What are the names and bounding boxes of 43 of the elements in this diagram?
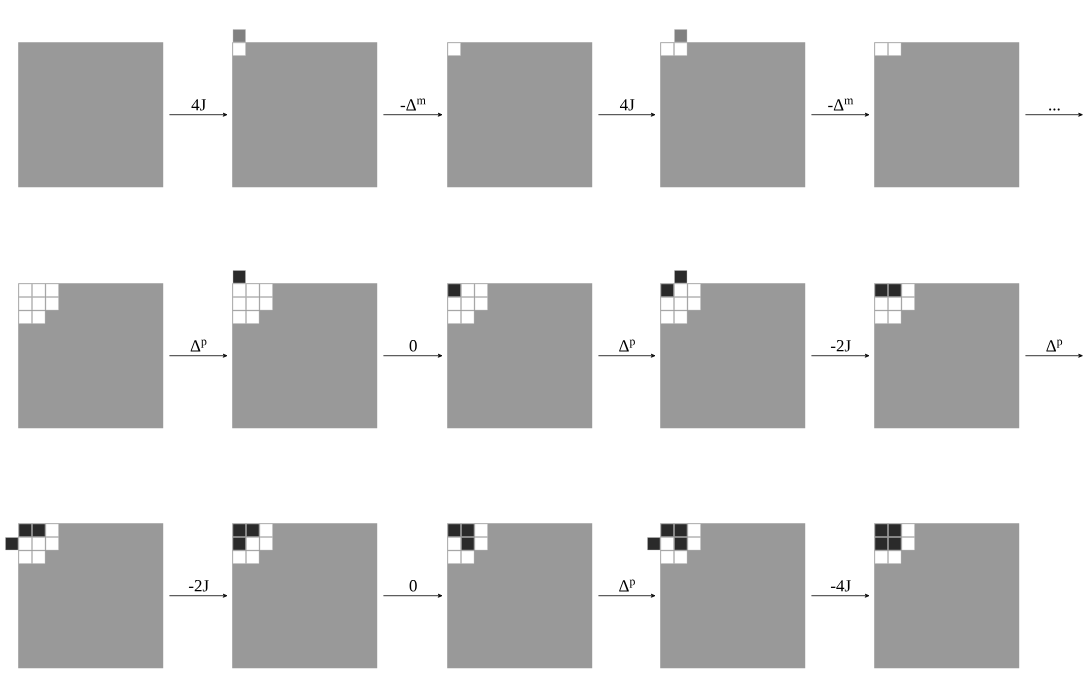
grid-square xyxy=(660,283,806,429)
grid-square xyxy=(18,42,164,188)
arrow xyxy=(169,593,228,598)
grid-square xyxy=(660,42,806,188)
grid-square xyxy=(232,42,378,188)
arrow xyxy=(169,112,228,117)
grid-square xyxy=(18,523,164,669)
arrow xyxy=(811,112,870,117)
grid-square xyxy=(660,523,806,669)
arrow xyxy=(598,353,656,358)
grid-square xyxy=(232,283,378,429)
arrow xyxy=(1025,353,1083,358)
grid-square xyxy=(874,523,1020,669)
edge-label: -Δ$^{m}$ xyxy=(828,98,854,111)
edge-label: 0 xyxy=(409,580,417,592)
arrow xyxy=(169,353,228,358)
edge-label: -4J xyxy=(830,580,851,592)
arrow xyxy=(811,353,870,358)
arrow xyxy=(383,593,443,598)
grid-square xyxy=(447,523,593,669)
grid-square xyxy=(447,42,593,188)
edge-label: Δ$^{p}$ xyxy=(1046,339,1063,352)
arrow xyxy=(598,112,656,117)
arrow xyxy=(811,593,870,598)
edge-label: -2J xyxy=(188,580,209,592)
edge-label: Δ$^{p}$ xyxy=(619,339,635,352)
edge-label: 0 xyxy=(409,340,417,352)
edge-label: 4J xyxy=(620,99,635,111)
grid-square xyxy=(874,283,1020,429)
grid-square xyxy=(232,523,378,669)
edge-label: ... xyxy=(1049,108,1060,111)
edge-label: Δ$^{p}$ xyxy=(619,579,635,592)
grid-square xyxy=(447,283,593,429)
arrow xyxy=(383,353,443,358)
edge-label: -Δ$^{m}$ xyxy=(400,98,426,111)
edge-label: -2J xyxy=(830,340,851,352)
edge-label: 4J xyxy=(191,99,206,111)
arrow xyxy=(1025,112,1083,117)
grid-square xyxy=(874,42,1020,188)
arrow xyxy=(383,112,443,117)
grid-square xyxy=(18,283,164,429)
edge-label: Δ$^{p}$ xyxy=(190,339,207,352)
arrow xyxy=(598,593,656,598)
